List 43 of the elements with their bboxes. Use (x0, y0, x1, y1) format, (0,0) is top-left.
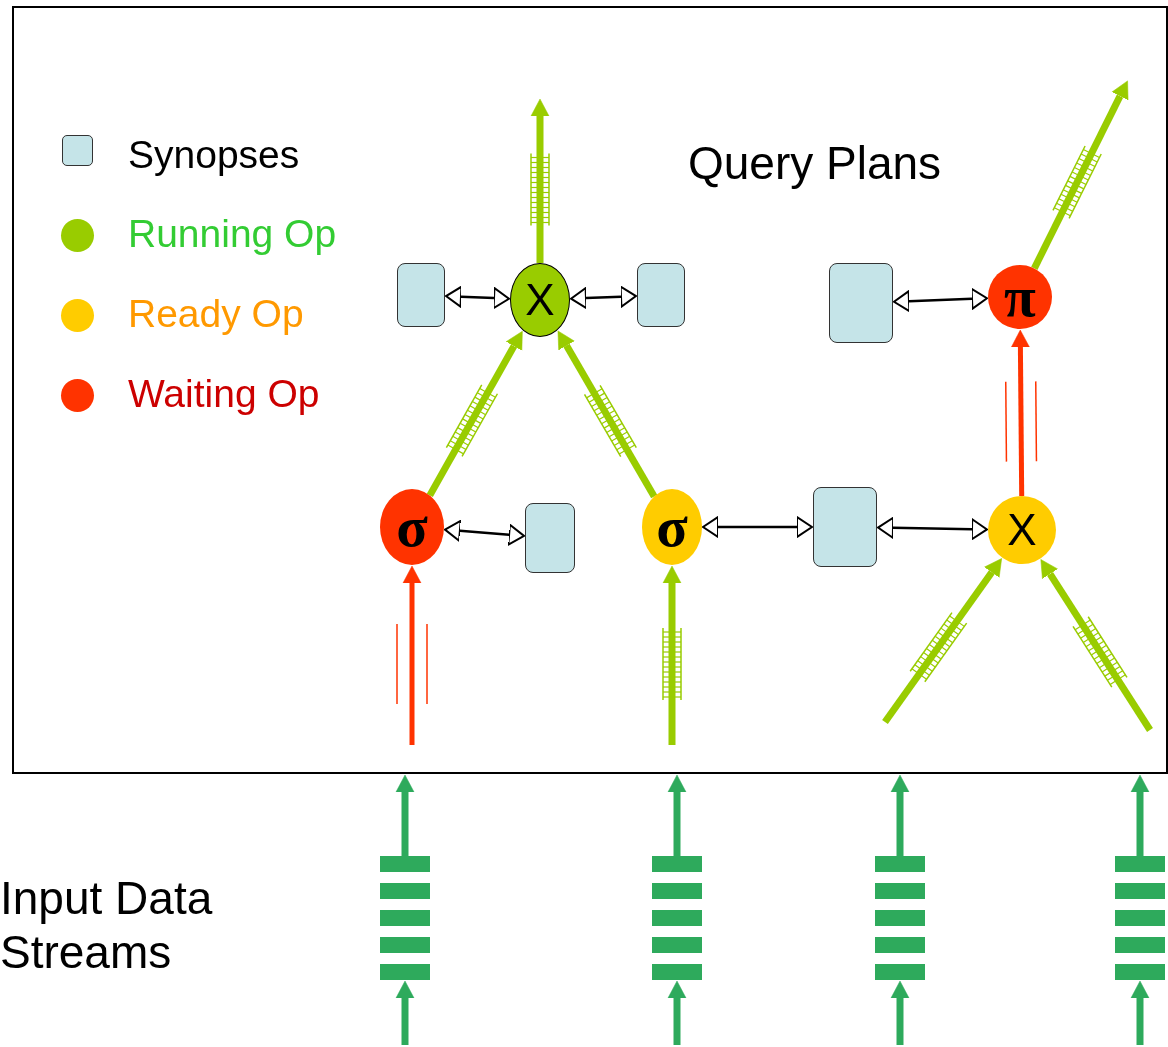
arrow (890, 980, 910, 1045)
operator-circle: X (988, 496, 1056, 564)
plan-frame (12, 6, 1168, 774)
input-queue-drawing (652, 856, 702, 980)
arrow (702, 516, 813, 538)
input-queue-drawing (875, 856, 925, 980)
input-queue-drawing (1115, 856, 1165, 980)
operator-circle: σ (642, 489, 702, 565)
plan-title: Query Plans (688, 136, 942, 190)
legend-label: Waiting Op (128, 373, 320, 416)
legend-label: Running Op (128, 213, 337, 256)
arrow (530, 98, 550, 263)
operator-circle: σ (380, 489, 444, 565)
operator-circle: X (510, 263, 570, 337)
arrow (667, 774, 687, 856)
arrow (877, 516, 988, 541)
synopsis-box (813, 487, 877, 567)
arrow (893, 287, 988, 313)
legend-label: Synopses (128, 134, 300, 177)
arrow (1031, 80, 1129, 270)
arrow (1040, 559, 1153, 732)
arrow (445, 285, 510, 310)
arrow (570, 285, 637, 310)
arrow (557, 330, 658, 499)
arrow (395, 774, 415, 856)
arrow (890, 774, 910, 856)
stream-label: Input Data Streams (0, 872, 214, 980)
input-queue-drawing (380, 856, 430, 980)
synopsis-box (525, 503, 575, 573)
arrow (667, 980, 687, 1045)
arrow (1011, 329, 1030, 497)
synopsis-box (829, 263, 893, 343)
arrow (402, 565, 422, 745)
arrow (395, 980, 415, 1045)
legend-label: Ready Op (128, 293, 304, 336)
arrow (1130, 774, 1150, 856)
operator-circle: π (988, 265, 1052, 329)
synopsis-box (397, 263, 445, 327)
synopsis-box (637, 263, 685, 327)
arrow (882, 558, 1002, 725)
arrow (1130, 980, 1150, 1045)
arrow (426, 331, 523, 498)
arrow (443, 519, 526, 546)
